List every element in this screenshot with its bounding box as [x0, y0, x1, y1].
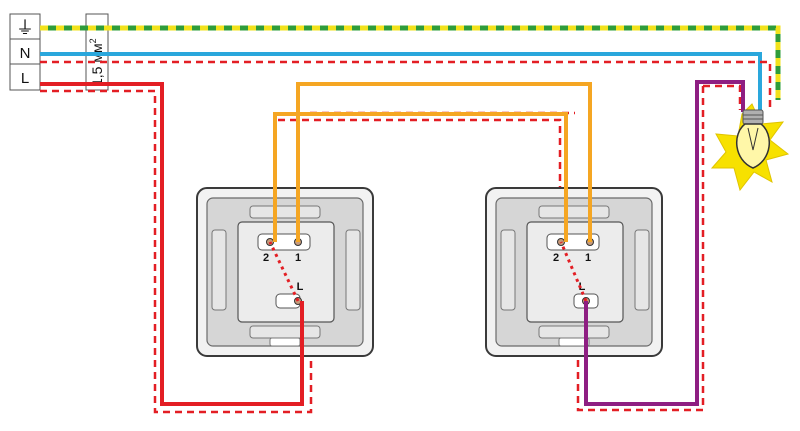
traveler-conductor-2 — [273, 112, 568, 242]
switch-1: 2 1 L — [196, 187, 374, 357]
switch-1-terminal-l: L — [297, 281, 304, 293]
lamp-conductor — [584, 80, 745, 406]
phase-conductor — [40, 82, 304, 406]
line-label: L — [21, 70, 29, 87]
switch-1-terminal-1: 1 — [295, 252, 301, 264]
earth-conductor — [40, 25, 781, 100]
traveler-conductor-1 — [296, 82, 592, 242]
switch-2-terminal-2: 2 — [553, 252, 559, 264]
switch-2: 2 1 L — [485, 187, 663, 357]
earth-icon: ⏚ — [16, 18, 34, 38]
switch-2-terminal-1: 1 — [585, 252, 591, 264]
switch-1-terminal-2: 2 — [263, 252, 269, 264]
neutral-label: N — [20, 45, 31, 62]
switch-2-terminal-l: L — [579, 281, 586, 293]
neutral-conductor — [40, 52, 762, 112]
light-bulb-icon — [710, 103, 790, 192]
